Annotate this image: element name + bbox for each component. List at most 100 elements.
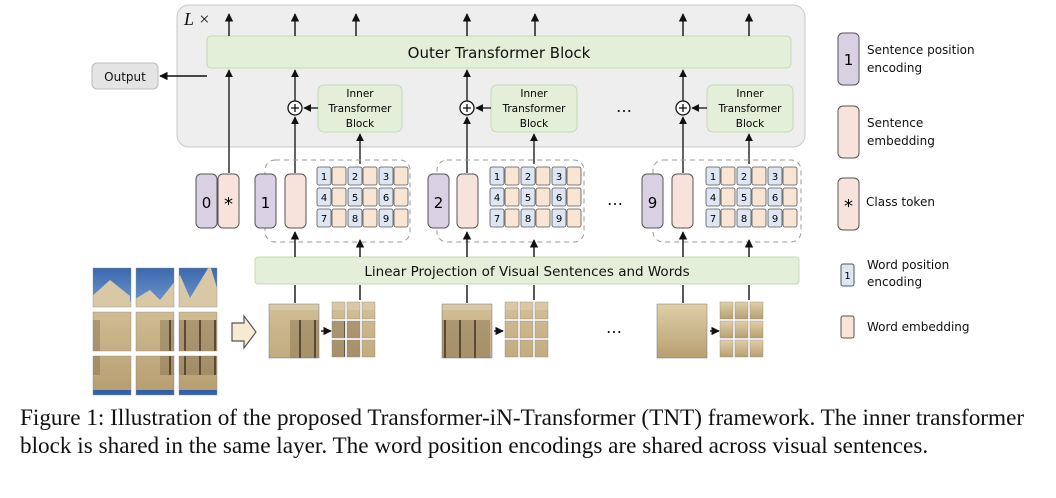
sub-patch [534,301,549,320]
inner-transformer-block-2: Inner Transformer Block [490,84,578,133]
sentence-embedding [671,173,694,229]
legend-word-embedding-sample [840,315,855,339]
outer-transformer-block [206,35,792,69]
word-position-encoding [767,166,783,186]
figure-caption: Figure 1: Illustration of the proposed T… [20,405,1025,459]
class-position-encoding [195,173,218,229]
word-position-number: 8 [525,214,531,225]
word-position-number: 5 [741,193,747,204]
word-position-encoding [316,208,332,228]
sub-patch [749,339,764,358]
legend-word-embedding-label: Word embedding [867,320,970,334]
svg-text:2: 2 [434,194,444,212]
word-embedding [504,166,520,186]
word-embedding [566,187,582,207]
sub-patch [749,320,764,339]
word-position-encoding [705,187,721,207]
tnt-framework-diagram: L × Outer Transformer Block Output Inner… [91,4,975,396]
svg-text:encoding: encoding [867,275,922,289]
sub-patch [519,339,534,358]
word-position-number: 7 [321,214,327,225]
legend-word-position-sample [840,263,855,287]
svg-text:1: 1 [844,51,854,69]
class-token [217,173,240,229]
svg-text:Inner: Inner [346,88,374,100]
svg-text:Transformer: Transformer [717,103,782,115]
word-position-encoding [378,187,394,207]
word-position-number: 9 [772,214,778,225]
word-embedding [393,208,409,228]
legend-sentence-position-sample [837,32,860,86]
linear-projection-label: Linear Projection of Visual Sentences an… [364,264,689,280]
word-embedding [751,187,767,207]
word-embedding [504,208,520,228]
sub-patch [504,339,519,358]
word-position-encoding [551,187,567,207]
layer-count-label: L × [183,9,210,29]
word-position-number: 3 [772,172,778,183]
word-position-number: 6 [383,193,389,204]
word-embedding [331,208,347,228]
word-position-number: 2 [352,172,358,183]
ellipsis-bottom: … [606,318,622,337]
word-position-encoding [736,208,752,228]
sentence-embedding [456,173,479,229]
word-embedding [504,187,520,207]
svg-text:Inner: Inner [520,88,548,100]
sub-patch [346,320,361,339]
word-position-encoding [489,208,505,228]
word-position-encoding [520,187,536,207]
svg-text:embedding: embedding [867,134,935,148]
svg-text:Block: Block [520,118,549,130]
input-patch [92,267,132,308]
sub-patch [719,339,734,358]
sub-patch [534,339,549,358]
word-embedding [331,166,347,186]
legend: 1 Sentence position encoding Sentence em… [837,32,975,339]
svg-text:Block: Block [346,118,375,130]
word-embedding [751,208,767,228]
svg-text:*: * [224,194,233,215]
legend-class-token-sample [837,177,860,231]
word-embedding [535,166,551,186]
word-position-number: 4 [494,193,500,204]
word-position-encoding [705,166,721,186]
inner-transformer-block-3: Inner Transformer Block [706,84,794,133]
input-patch [178,355,218,396]
sub-patch [734,339,749,358]
sentence-embedding [284,173,307,229]
word-embedding [720,187,736,207]
word-embedding [393,187,409,207]
word-position-number: 3 [556,172,562,183]
sub-patch [346,301,361,320]
word-position-encoding [767,208,783,228]
sub-patch [346,339,361,358]
word-position-number: 7 [710,214,716,225]
word-position-number: 9 [556,214,562,225]
svg-text:1: 1 [844,271,850,282]
word-position-number: 4 [710,193,716,204]
word-embedding [566,208,582,228]
word-embedding [362,208,378,228]
input-patch [135,267,175,308]
input-patch [92,311,132,352]
sub-patch [331,339,346,358]
word-embedding [362,187,378,207]
svg-text:Block: Block [736,118,765,130]
word-position-encoding [378,166,394,186]
word-position-number: 8 [741,214,747,225]
word-embedding [331,187,347,207]
outer-transformer-label: Outer Transformer Block [408,44,591,62]
patch-image-1 [268,303,320,359]
svg-text:0: 0 [202,194,212,212]
sub-patch [534,320,549,339]
sentence-position-encoding [641,173,664,229]
ellipsis-top: … [616,97,632,116]
word-position-number: 5 [525,193,531,204]
sub-patch [361,301,376,320]
word-embedding [782,166,798,186]
patch-image-2 [441,303,493,359]
input-image-patches [92,267,218,396]
sub-patch [361,339,376,358]
